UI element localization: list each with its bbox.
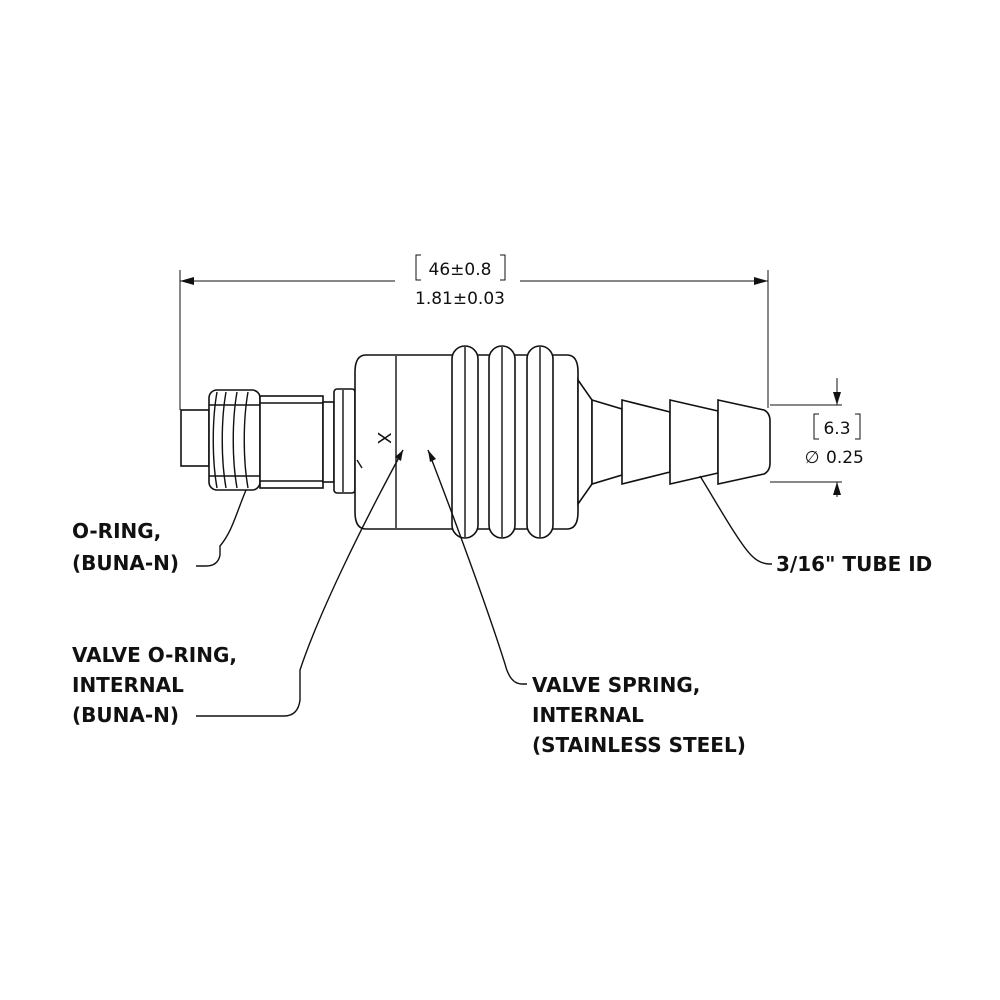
bracket-left	[415, 254, 421, 281]
part-marking: X	[373, 432, 394, 444]
callout-valve-o-ring-line-2: INTERNAL	[72, 673, 184, 697]
arrowhead-left	[180, 277, 194, 285]
bracket-left	[813, 413, 819, 440]
diameter-text-mask	[800, 412, 880, 470]
barb-1	[591, 398, 623, 486]
o-ring-groove-4	[243, 391, 249, 489]
barb-2	[621, 398, 671, 486]
callout-valve-spring: VALVE SPRING, INTERNAL (STAINLESS STEEL)	[427, 449, 746, 757]
leader-valve-o-ring	[196, 449, 404, 717]
shoulder	[333, 388, 356, 494]
callout-valve-o-ring: VALVE O-RING, INTERNAL (BUNA-N)	[72, 449, 404, 727]
leader-o-ring	[196, 489, 247, 567]
callout-valve-o-ring-line-1: VALVE O-RING,	[72, 643, 237, 667]
arrowhead-valve-o-ring	[395, 450, 403, 461]
callout-valve-o-ring-line-3: (BUNA-N)	[72, 703, 179, 727]
arrowhead-right	[754, 277, 768, 285]
neck	[259, 395, 324, 489]
callout-o-ring-line-2: (BUNA-N)	[72, 551, 179, 575]
overall-length-mm: 46±0.8	[429, 260, 492, 280]
bracket-right	[500, 254, 506, 281]
callout-o-ring-line-1: O-RING,	[72, 519, 161, 543]
barb-4	[717, 399, 771, 485]
o-ring-groove-3	[232, 391, 238, 489]
leader-valve-spring	[427, 449, 527, 685]
barb-diameter-dimension: 6.3 ∅ 0.25	[770, 378, 880, 497]
overall-length-dimension: 46±0.8 1.81±0.03	[179, 252, 769, 410]
small-ring	[322, 401, 335, 483]
stem	[180, 409, 210, 467]
arrowhead-diameter-bottom	[833, 482, 841, 495]
barb-diameter-mm: 6.3	[823, 419, 850, 439]
callout-o-ring: O-RING, (BUNA-N)	[72, 489, 247, 575]
o-ring-groove-1	[212, 391, 218, 489]
leader-tube-id	[699, 475, 772, 565]
callout-valve-spring-line-2: INTERNAL	[532, 703, 644, 727]
marking-tick	[356, 459, 363, 469]
barb-diameter-in: 0.25	[826, 448, 864, 468]
o-ring-groove-2	[221, 391, 227, 489]
body-taper	[577, 377, 593, 507]
callout-tube-id-text: 3/16" TUBE ID	[776, 552, 932, 576]
barb-3	[669, 398, 719, 486]
callout-valve-spring-line-3: (STAINLESS STEEL)	[532, 733, 746, 757]
arrowhead-diameter-top	[833, 392, 841, 405]
bracket-right	[855, 413, 861, 440]
grip-ribs	[451, 345, 554, 539]
diameter-symbol: ∅	[805, 448, 820, 468]
coupling-body: X	[180, 345, 771, 539]
callout-valve-spring-line-1: VALVE SPRING,	[532, 673, 700, 697]
hose-barb	[591, 398, 771, 486]
callout-tube-id: 3/16" TUBE ID	[699, 475, 932, 576]
arrowhead-valve-spring	[428, 450, 436, 462]
overall-length-in: 1.81±0.03	[415, 289, 505, 309]
